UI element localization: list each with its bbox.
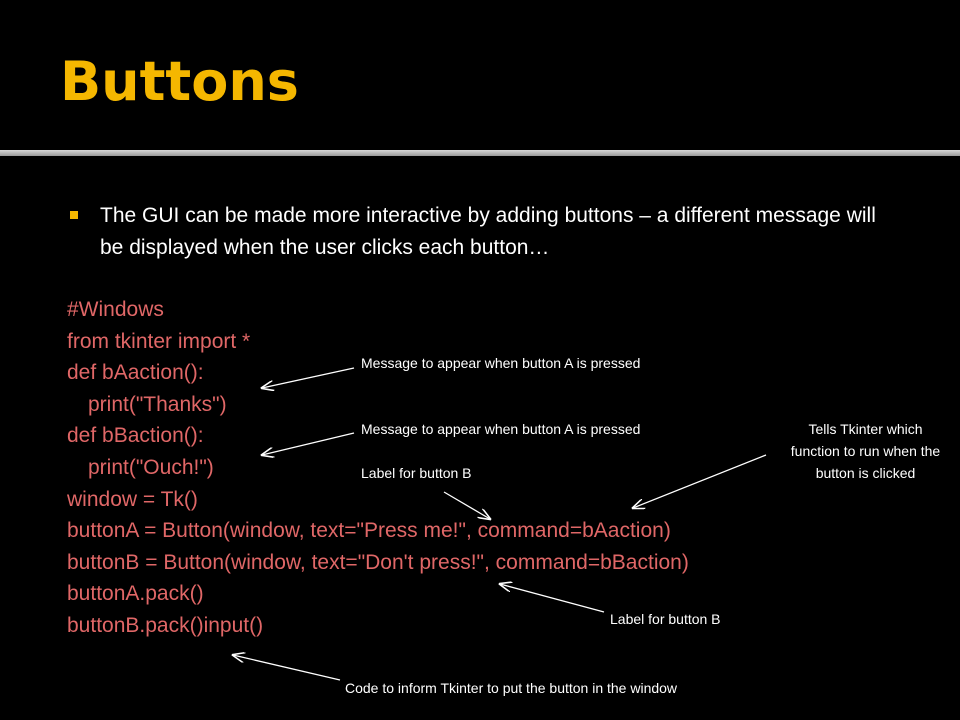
- arrow-to-command: [633, 454, 767, 508]
- annotation-message-a-second: Message to appear when button A is press…: [361, 421, 641, 437]
- title-bar: Buttons: [0, 0, 960, 150]
- annotation-code-inform: Code to inform Tkinter to put the button…: [345, 680, 678, 696]
- annotation-label-b-first: Label for button B: [361, 465, 472, 481]
- arrow-to-press-me: [443, 491, 490, 519]
- arrow-to-dont-press: [500, 584, 605, 613]
- code-line: buttonA = Button(window, text="Press me!…: [67, 519, 671, 543]
- code-block: #Windows from tkinter import * def bAact…: [67, 294, 689, 642]
- code-line: buttonB = Button(window, text="Don't pre…: [67, 550, 689, 574]
- arrow-to-bbaction: [262, 432, 355, 455]
- annotation-message-a-first: Message to appear when button A is press…: [361, 355, 641, 371]
- slide-title: Buttons: [60, 50, 299, 113]
- code-line: def bAaction():: [67, 361, 204, 385]
- code-line: #Windows: [67, 298, 164, 321]
- code-line: print("Thanks"): [88, 392, 227, 416]
- bullet-square-icon: [70, 211, 78, 219]
- annotation-tells-tkinter: Tells Tkinter which function to run when…: [790, 421, 941, 481]
- bullet-text: The GUI can be made more interactive by …: [100, 204, 876, 259]
- code-line: window = Tk(): [67, 487, 198, 511]
- arrow-to-baaction: [262, 367, 355, 388]
- annotation-label-b-second: Label for button B: [610, 611, 721, 627]
- code-line: buttonA.pack(): [67, 582, 204, 606]
- code-line: def bBaction():: [67, 424, 204, 448]
- arrow-to-pack: [233, 655, 341, 681]
- code-line: buttonB.pack()input(): [67, 613, 264, 637]
- title-divider: [0, 150, 960, 156]
- code-line: from tkinter import *: [67, 329, 251, 353]
- slide-content: The GUI can be made more interactive by …: [0, 156, 960, 720]
- code-line: print("Ouch!"): [88, 455, 214, 479]
